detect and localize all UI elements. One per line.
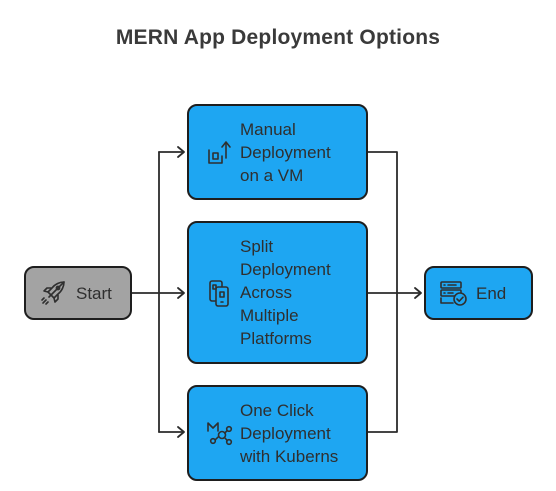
edge-merge-bracket [367,151,398,433]
manual-deployment-node: Manual Deployment on a VM [187,104,368,200]
one-click-deployment-label: One Click Deployment with Kuberns [240,400,339,466]
cube-export-icon [200,138,238,166]
start-label: Start [76,283,112,303]
rocket-icon [36,279,70,307]
server-check-icon [436,279,472,307]
one-click-deployment-node: One Click Deployment with Kuberns [187,385,368,481]
split-deployment-label: Split Deployment Across Multiple Platfor… [240,237,331,348]
split-deployment-node: Split Deployment Across Multiple Platfor… [187,221,368,364]
start-node: Start [24,266,132,320]
arrowhead-split [177,287,185,299]
arrowhead-end [414,287,422,299]
split-devices-icon [200,278,238,308]
diagram-title: MERN App Deployment Options [115,26,441,49]
end-node: End [424,266,533,320]
manual-deployment-label: Manual Deployment on a VM [240,119,331,185]
arrowhead-oneclick [177,426,185,438]
end-label: End [476,283,507,303]
network-nodes-icon [200,419,238,447]
arrowhead-manual [177,146,185,158]
